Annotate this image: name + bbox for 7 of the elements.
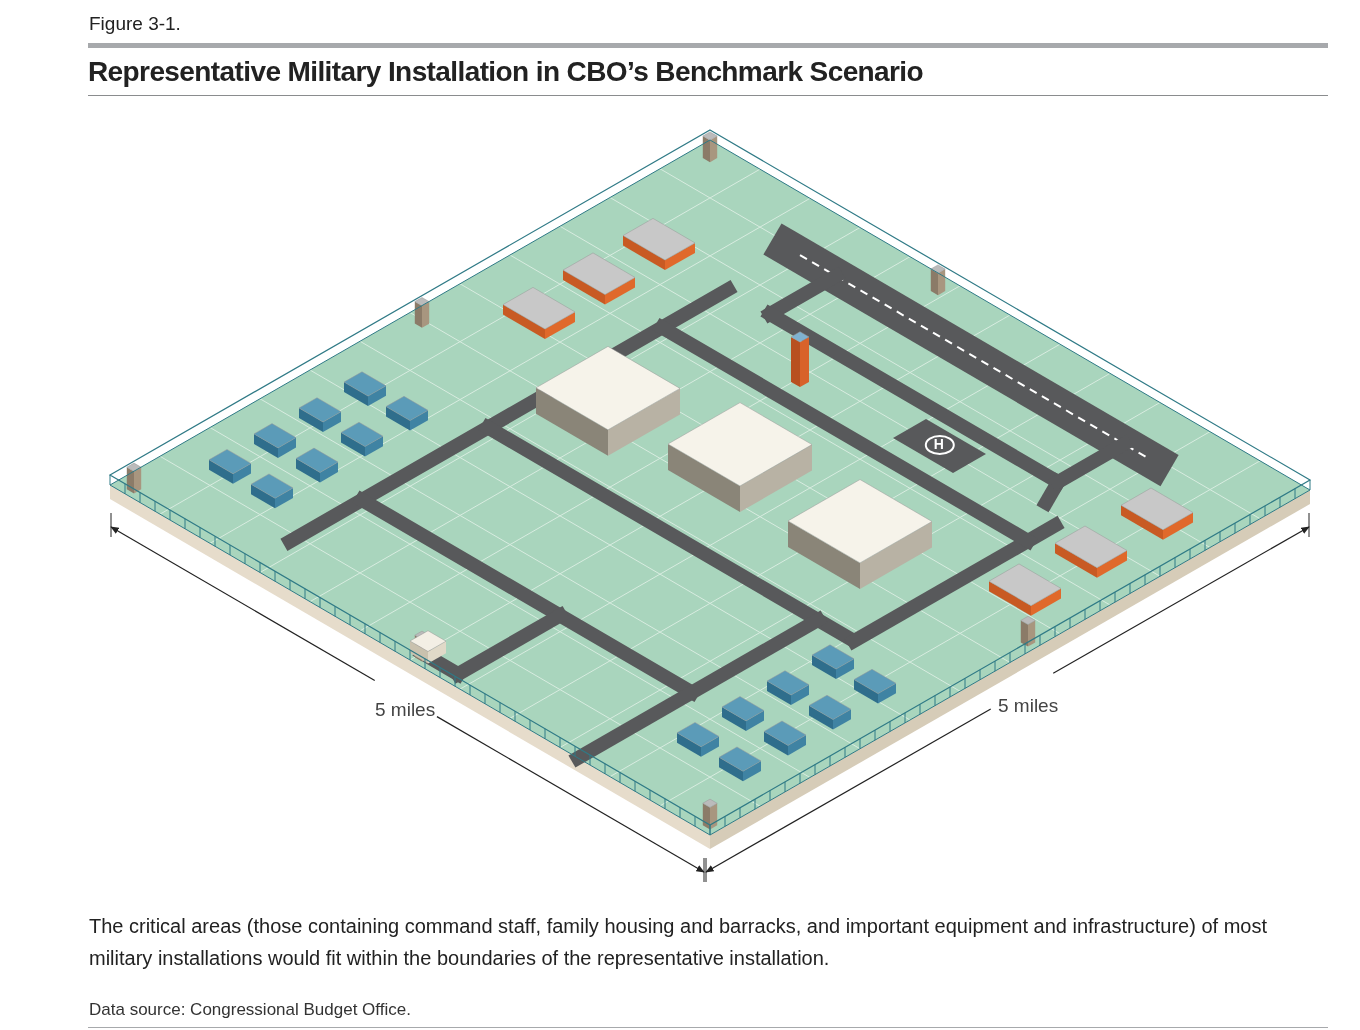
dimension-label: 5 miles [998,695,1059,717]
helipad-marking: H [933,436,944,452]
figure-number: Figure 3-1. [89,13,181,35]
source-note: Data source: Congressional Budget Office. [89,1000,411,1020]
dimension-label: 5 miles [375,699,436,721]
figure-title: Representative Military Installation in CBO’s Benchmark Scenario [88,56,924,88]
caption: The critical areas (those containing command staff, family housing and barracks, and important equipment and infrastructure) of most military installations would fit within the boundaries of the representative installation. [89,914,1268,971]
